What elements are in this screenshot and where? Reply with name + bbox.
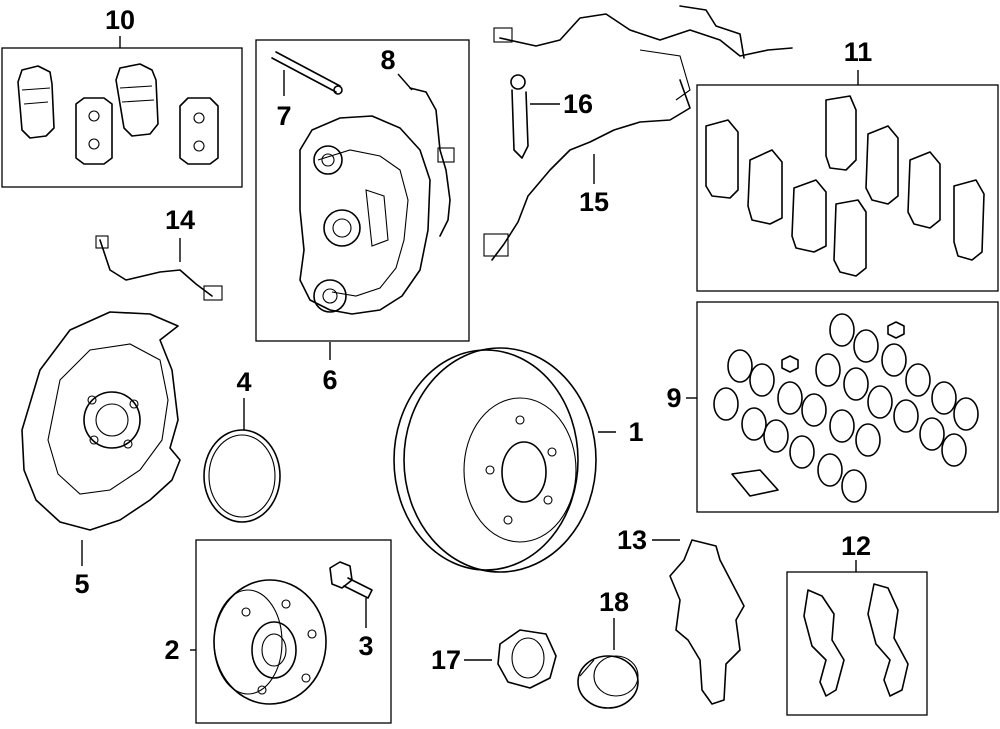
- box-caliper: [255, 39, 470, 342]
- callout-12: 12: [841, 531, 871, 561]
- box-brake-pads: [1, 47, 243, 188]
- callout-16: 16: [563, 89, 593, 119]
- box-hub: [195, 539, 392, 724]
- callout-1: 1: [628, 417, 643, 447]
- brake-caliper-part[interactable]: [299, 115, 431, 315]
- callout-4: 4: [236, 367, 251, 397]
- leader-lines: [81, 36, 859, 661]
- box-pad-shims: [696, 84, 999, 292]
- callout-3: 3: [358, 631, 373, 661]
- brake-hose-part[interactable]: [409, 87, 455, 237]
- pad-shims-part[interactable]: [705, 95, 985, 277]
- abs-sensor-part[interactable]: [483, 5, 793, 261]
- callout-2: 2: [164, 635, 179, 665]
- callout-17: 17: [431, 645, 461, 675]
- callout-9: 9: [666, 383, 681, 413]
- anti-rattle-spring-part[interactable]: [669, 539, 745, 705]
- callout-18: 18: [599, 587, 629, 617]
- box-seal-kit: [696, 301, 999, 513]
- o-ring-part[interactable]: [203, 429, 281, 523]
- box-pad-clips: [786, 571, 928, 716]
- pad-clips-part[interactable]: [803, 583, 909, 697]
- hub-bearing-part[interactable]: [213, 579, 327, 705]
- seal-kit-part[interactable]: [713, 313, 979, 503]
- callout-11: 11: [844, 37, 873, 67]
- brake-rotor-part[interactable]: [393, 347, 597, 573]
- callout-6: 6: [322, 365, 337, 395]
- callout-13: 13: [617, 525, 647, 555]
- hub-bolt-part[interactable]: [329, 561, 373, 599]
- dust-shield-part[interactable]: [21, 311, 181, 531]
- callout-5: 5: [74, 569, 89, 599]
- callout-14: 14: [165, 205, 195, 235]
- callout-10: 10: [105, 5, 135, 35]
- brake-hose-line-part[interactable]: [95, 235, 223, 301]
- sensor-bracket-part[interactable]: [510, 74, 529, 159]
- axle-nut-part[interactable]: [497, 629, 557, 689]
- brake-pads-part[interactable]: [17, 63, 219, 165]
- callout-8: 8: [380, 45, 395, 75]
- callout-7: 7: [276, 101, 291, 131]
- grease-cap-part[interactable]: [577, 655, 639, 709]
- caliper-pin-part[interactable]: [271, 51, 343, 95]
- callout-15: 15: [579, 187, 609, 217]
